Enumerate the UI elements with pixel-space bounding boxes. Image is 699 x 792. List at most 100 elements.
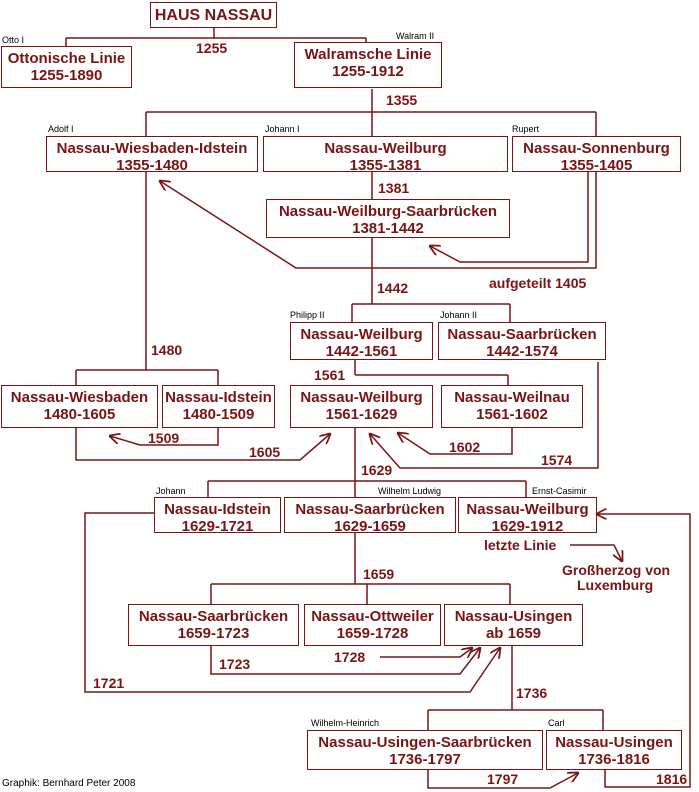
box-years: 1442-1561 bbox=[325, 343, 398, 360]
arrow-1816 bbox=[597, 514, 691, 788]
arrow-1723 bbox=[210, 646, 480, 675]
box-nassau-weilburg-1561: Nassau-Weilburg 1561-1629 bbox=[290, 385, 433, 428]
person-wilhelm-heinrich: Wilhelm-Heinrich bbox=[311, 718, 380, 728]
box-label: Nassau-Weilburg-Saarbrücken bbox=[278, 203, 498, 220]
box-nassau-idstein-1480: Nassau-Idstein 1480-1509 bbox=[162, 385, 275, 428]
box-nassau-usingen-saarbruecken: Nassau-Usingen-Saarbrücken 1736-1797 bbox=[307, 730, 543, 770]
year-1442: 1442 bbox=[377, 280, 409, 296]
year-1659: 1659 bbox=[363, 566, 395, 582]
label-grossherzog: Großherzog von bbox=[562, 562, 671, 578]
box-label: Nassau-Sonnenburg bbox=[523, 140, 670, 157]
arrow-1602 bbox=[398, 428, 513, 455]
year-1721: 1721 bbox=[93, 675, 125, 691]
box-years: 1355-1381 bbox=[349, 157, 422, 172]
box-label: Nassau-Weilburg bbox=[466, 501, 589, 518]
year-1255: 1255 bbox=[196, 40, 228, 56]
box-label: Nassau-Wiesbaden bbox=[10, 389, 149, 406]
year-1602: 1602 bbox=[449, 439, 481, 455]
year-1509: 1509 bbox=[148, 430, 180, 446]
box-years: 1629-1721 bbox=[181, 518, 254, 533]
box-label: Walramsche Linie bbox=[304, 46, 432, 63]
arrow-1797 bbox=[427, 770, 578, 789]
year-1728: 1728 bbox=[334, 649, 366, 665]
year-1736: 1736 bbox=[516, 685, 548, 701]
box-label: Nassau-Weilnau bbox=[454, 389, 570, 406]
label-letzte-linie: letzte Linie bbox=[484, 537, 557, 553]
box-nassau-saarbruecken-1629: Nassau-Saarbrücken 1629-1659 bbox=[284, 497, 456, 533]
box-years: 1480-1509 bbox=[182, 406, 255, 423]
arrow-letzte-linie bbox=[570, 544, 622, 561]
line-1659-split bbox=[210, 533, 511, 604]
year-1561: 1561 bbox=[314, 367, 346, 383]
box-years: 1561-1602 bbox=[476, 406, 548, 423]
box-years: 1629-1659 bbox=[334, 518, 406, 533]
box-haus-nassau: HAUS NASSAU bbox=[150, 2, 277, 28]
person-johann-2: Johann II bbox=[440, 310, 478, 320]
box-years: 1355-1480 bbox=[116, 157, 188, 172]
box-ottonische-linie: Ottonische Linie 1255-1890 bbox=[1, 46, 132, 88]
box-label: Ottonische Linie bbox=[7, 50, 126, 67]
year-1381: 1381 bbox=[378, 180, 410, 196]
year-1723: 1723 bbox=[219, 656, 251, 672]
box-years: 1659-1723 bbox=[177, 625, 250, 642]
box-label: Nassau-Saarbrücken bbox=[295, 501, 445, 518]
line-1480-split bbox=[75, 172, 219, 385]
box-label: Nassau-Ottweiler bbox=[311, 608, 434, 625]
person-walram: Walram II bbox=[396, 31, 435, 41]
box-years: 1255-1890 bbox=[30, 67, 103, 84]
arrow-1605 bbox=[75, 428, 330, 461]
label-luxemburg: Luxemburg bbox=[577, 577, 654, 593]
box-years: 1629-1912 bbox=[491, 518, 564, 533]
year-aufgeteilt-1405: aufgeteilt 1405 bbox=[489, 275, 587, 291]
year-1480: 1480 bbox=[151, 342, 183, 358]
arrow-1728 bbox=[380, 648, 472, 657]
box-label: Nassau-Idstein bbox=[164, 501, 271, 518]
box-nassau-usingen-1659: Nassau-Usingen ab 1659 bbox=[444, 604, 583, 646]
box-nassau-weilnau: Nassau-Weilnau 1561-1602 bbox=[441, 385, 583, 428]
box-walramsche-linie: Walramsche Linie 1255-1912 bbox=[294, 42, 442, 88]
person-johann: Johann bbox=[156, 486, 186, 496]
box-years: 1561-1629 bbox=[325, 406, 398, 423]
box-nassau-wiesbaden: Nassau-Wiesbaden 1480-1605 bbox=[1, 385, 158, 428]
arrow-1574 bbox=[370, 362, 599, 469]
year-1797: 1797 bbox=[487, 771, 519, 787]
box-label: Nassau-Weilburg bbox=[300, 326, 423, 343]
box-nassau-saarbruecken-1442: Nassau-Saarbrücken 1442-1574 bbox=[438, 322, 606, 360]
box-label: Nassau-Weilburg bbox=[324, 140, 447, 157]
box-nassau-weilburg-1355: Nassau-Weilburg 1355-1381 bbox=[263, 136, 508, 172]
person-carl: Carl bbox=[548, 718, 565, 728]
box-years: 1355-1405 bbox=[560, 157, 633, 172]
box-label: HAUS NASSAU bbox=[154, 7, 273, 24]
box-nassau-saarbruecken-1659: Nassau-Saarbrücken 1659-1723 bbox=[128, 604, 299, 646]
line-1355-split bbox=[145, 89, 597, 136]
person-wilhelm-ludwig: Wilhelm Ludwig bbox=[378, 486, 442, 496]
person-ernst-casimir: Ernst-Casimir bbox=[532, 486, 587, 496]
box-years: 1442-1574 bbox=[486, 343, 558, 360]
arrow-1721 bbox=[84, 512, 500, 693]
box-nassau-sonnenburg: Nassau-Sonnenburg 1355-1405 bbox=[512, 136, 681, 172]
box-nassau-ottweiler: Nassau-Ottweiler 1659-1728 bbox=[304, 604, 441, 646]
box-nassau-weilburg-1629: Nassau-Weilburg 1629-1912 bbox=[458, 497, 597, 533]
box-label: Nassau-Wiesbaden-Idstein bbox=[56, 140, 248, 157]
box-years: 1480-1605 bbox=[43, 406, 116, 423]
person-philipp: Philipp II bbox=[290, 310, 325, 320]
arrow-1405-to-wiesbaden-idstein bbox=[160, 172, 597, 269]
box-years: 1255-1912 bbox=[332, 63, 404, 80]
arrow-1405-to-weilburg-saarbruecken bbox=[430, 172, 589, 263]
arrow-1509 bbox=[110, 428, 219, 446]
box-label: Nassau-Usingen-Saarbrücken bbox=[318, 734, 532, 751]
year-1816: 1816 bbox=[656, 771, 688, 787]
box-nassau-wiesbaden-idstein: Nassau-Wiesbaden-Idstein 1355-1480 bbox=[46, 136, 258, 172]
box-years: 1659-1728 bbox=[336, 625, 409, 642]
person-otto: Otto I bbox=[2, 35, 25, 45]
box-label: Nassau-Idstein bbox=[165, 389, 272, 406]
box-nassau-idstein-1629: Nassau-Idstein 1629-1721 bbox=[154, 497, 281, 533]
box-label: Nassau-Usingen bbox=[454, 608, 573, 625]
person-adolf: Adolf I bbox=[48, 124, 74, 134]
line-1442-split bbox=[351, 238, 511, 322]
line-1629-split bbox=[207, 428, 527, 497]
person-johann-1: Johann I bbox=[265, 124, 300, 134]
line-haus-split bbox=[65, 28, 367, 46]
box-nassau-weilburg-saarbruecken: Nassau-Weilburg-Saarbrücken 1381-1442 bbox=[266, 199, 510, 238]
